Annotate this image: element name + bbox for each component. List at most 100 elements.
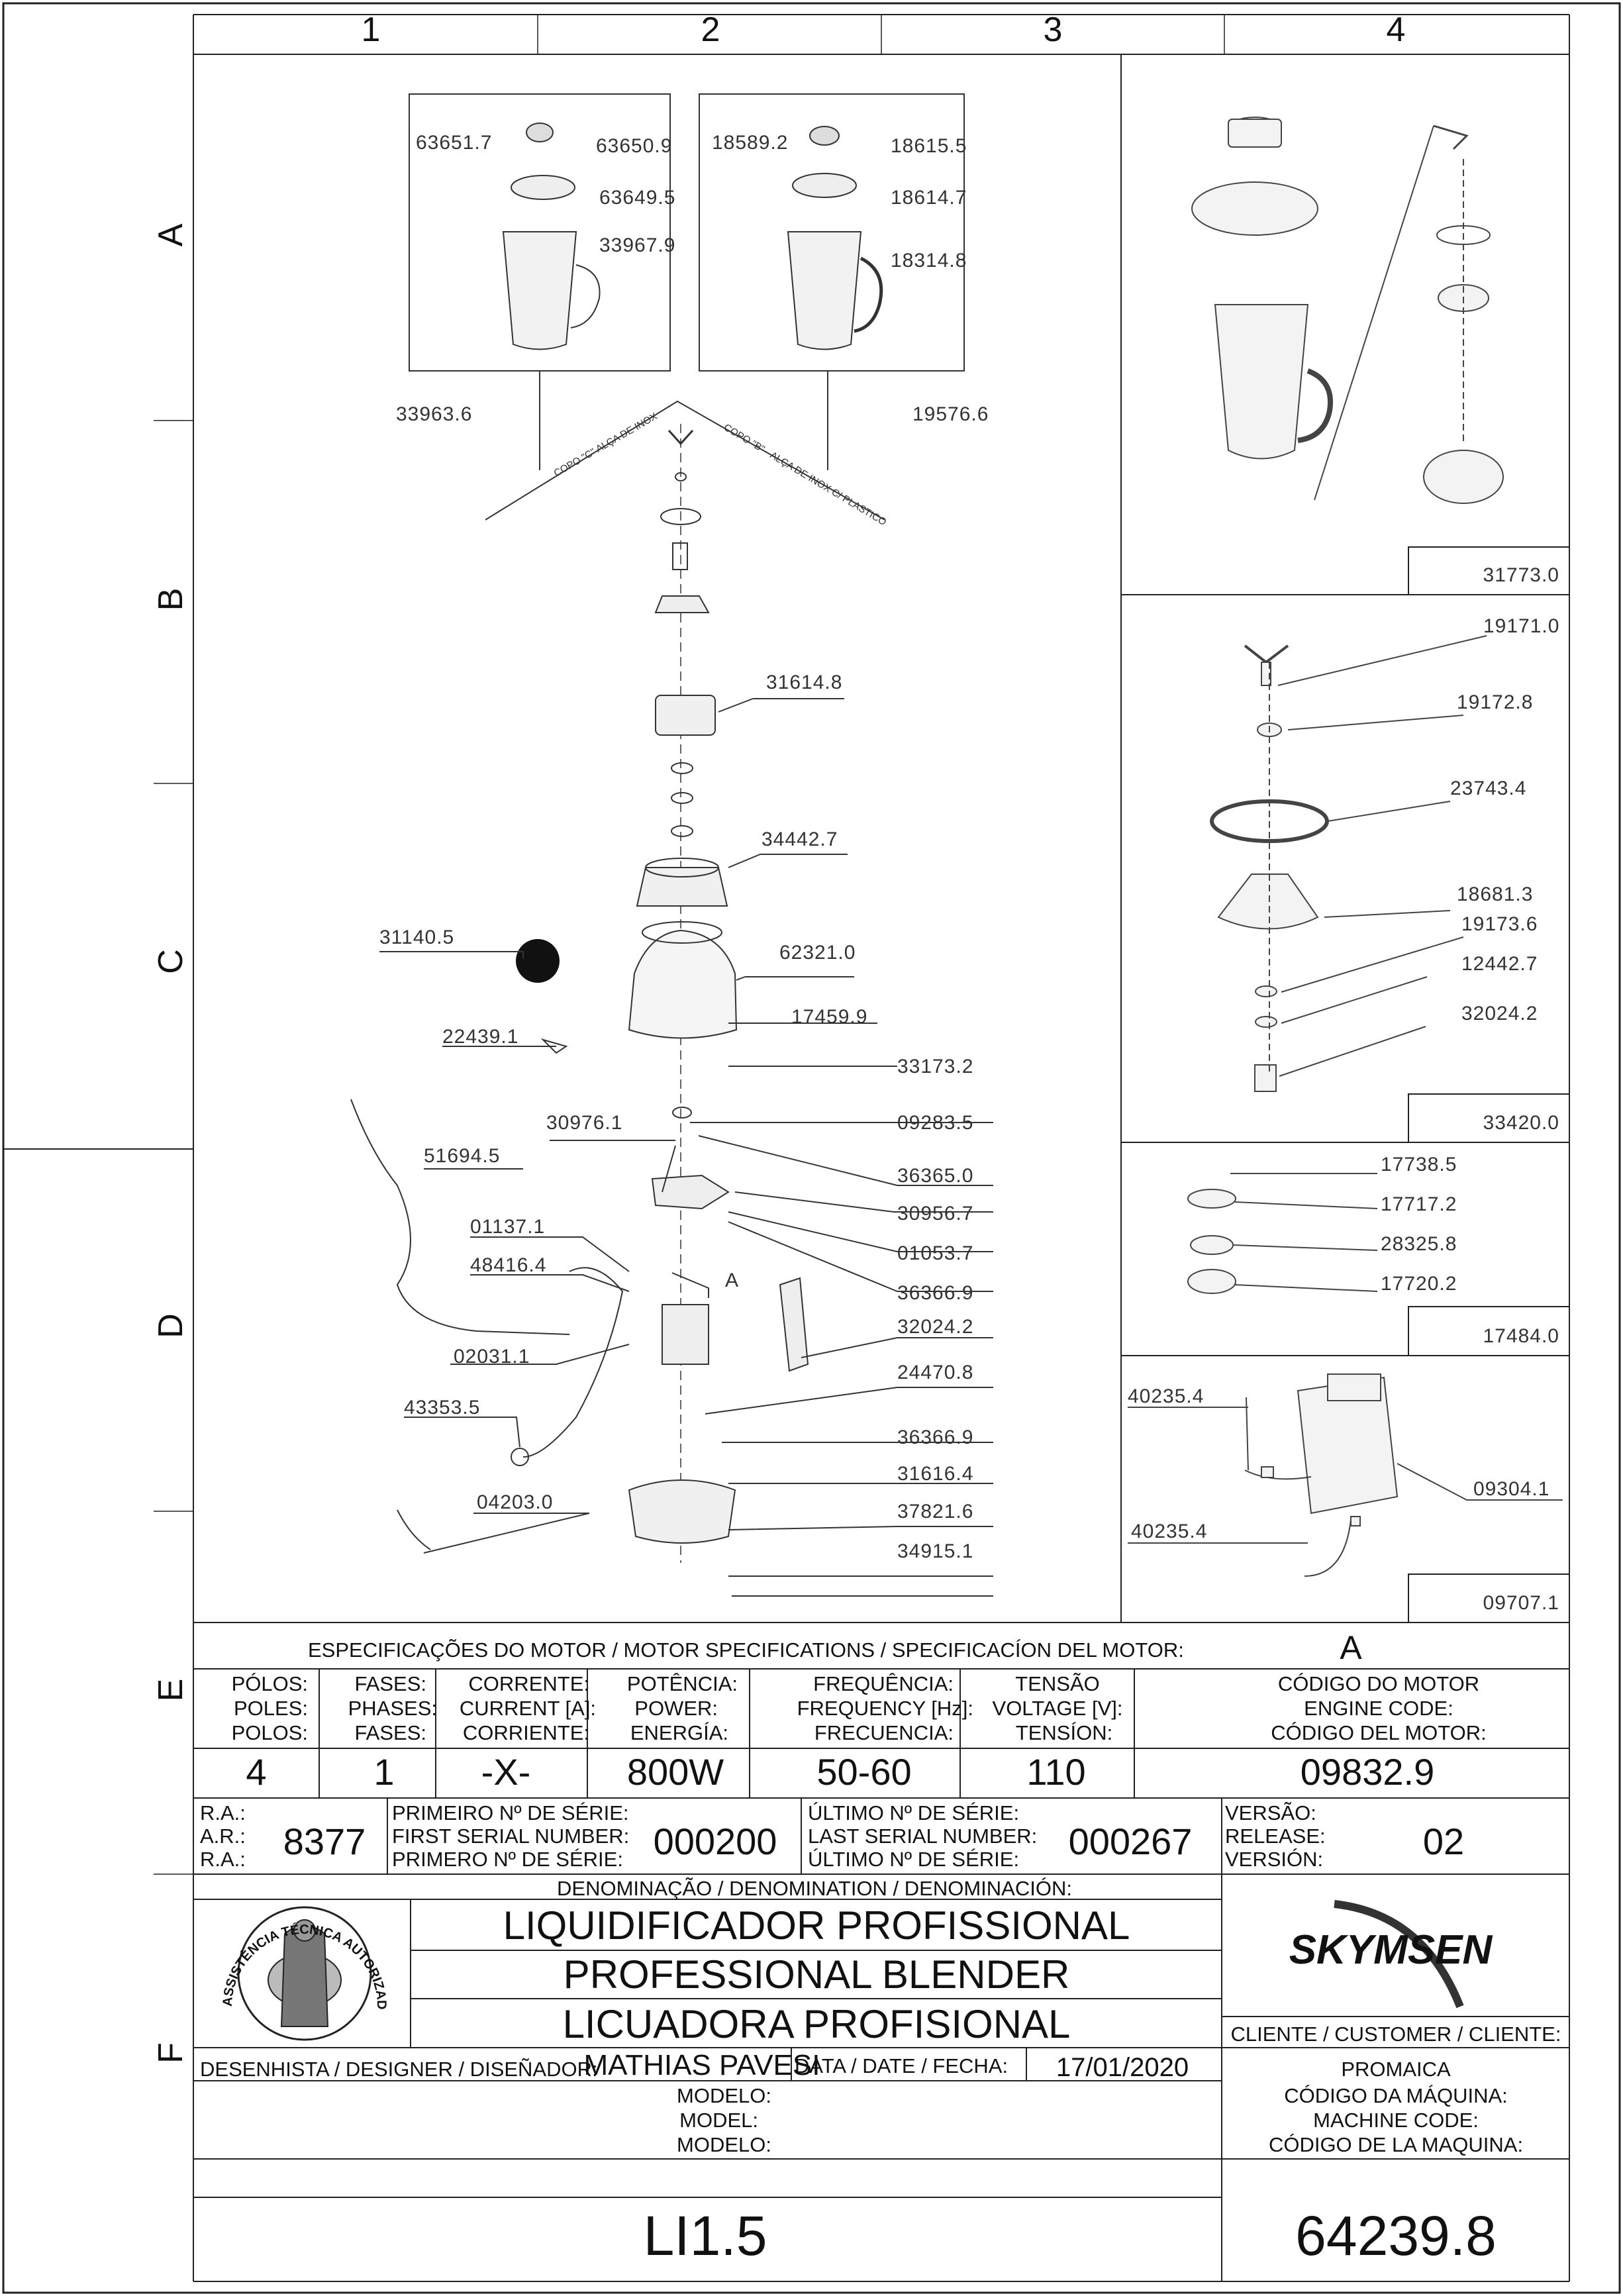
- part-label: 17459.9: [791, 1006, 867, 1028]
- part-label: 18681.3: [1457, 883, 1533, 905]
- skymsen-logo: SKYMSEN: [1289, 1900, 1493, 2009]
- spec-header: CÓDIGO DEL MOTOR:: [1271, 1721, 1487, 1744]
- part-label: 01053.7: [897, 1242, 973, 1264]
- panel-code: 33420.0: [1483, 1112, 1559, 1134]
- blender-cup-assembly-view: [1191, 117, 1504, 504]
- date-value: 17/01/2020: [1056, 2053, 1189, 2082]
- last-serial-label: LAST SERIAL NUMBER:: [808, 1824, 1037, 1848]
- column-label: 3: [1044, 11, 1063, 49]
- part-label: 19171.0: [1483, 615, 1559, 637]
- part-label: 63651.7: [416, 132, 492, 154]
- spec-header: FASES:: [354, 1721, 426, 1744]
- spec-header-group: PÓLOS: POLES: POLOS: FASES: PHASES: FASE…: [232, 1672, 973, 1744]
- specs-title: ESPECIFICAÇÕES DO MOTOR / MOTOR SPECIFIC…: [308, 1638, 1184, 1662]
- blade-assembly-view: [1210, 635, 1487, 1092]
- designer-value: MATHIAS PAVESI: [584, 2049, 820, 2081]
- spec-header: TENSÍON:: [1016, 1721, 1112, 1744]
- part-label: 18614.7: [891, 187, 967, 209]
- spec-header: CORRIENTE:: [463, 1721, 589, 1744]
- detail-marker: A: [725, 1270, 739, 1291]
- part-label: 17738.5: [1381, 1154, 1457, 1175]
- ra-value: 8377: [283, 1821, 366, 1862]
- seal-arc-text: ASSISTÊNCIA TÉCNICA AUTORIZADA: [0, 0, 389, 2010]
- authorized-service-seal: ASSISTÊNCIA TÉCNICA AUTORIZADA ASSISTÊNC…: [0, 0, 389, 2041]
- brand-name: SKYMSEN: [1289, 1927, 1493, 1973]
- date-label: DATA / DATE / FECHA:: [795, 2054, 1008, 2077]
- version-value: 02: [1423, 1821, 1464, 1862]
- part-label: 04203.0: [477, 1491, 553, 1513]
- part-label: 19173.6: [1461, 913, 1538, 935]
- row-label: E: [152, 1679, 190, 1702]
- part-label: 09283.5: [897, 1112, 973, 1134]
- first-serial-label: PRIMEIRO Nº DE SÉRIE:: [392, 1801, 629, 1824]
- model-label: MODELO:: [677, 2133, 771, 2156]
- ra-label: A.R.:: [200, 1824, 246, 1848]
- part-label: 36366.9: [897, 1426, 973, 1448]
- svg-text:ASSISTÊNCIA TÉCNICA AUTORIZADA: ASSISTÊNCIA TÉCNICA AUTORIZADA: [0, 0, 389, 2010]
- part-label: 51694.5: [424, 1145, 500, 1167]
- part-label: 34915.1: [897, 1540, 973, 1562]
- main-exploded-view: [350, 93, 993, 1597]
- part-label: 17720.2: [1381, 1273, 1457, 1295]
- part-label: 34442.7: [762, 828, 838, 850]
- spec-header: POLOS:: [232, 1721, 308, 1744]
- part-label: 02031.1: [454, 1346, 530, 1368]
- part-label: 40235.4: [1128, 1385, 1204, 1407]
- row-label: D: [152, 1313, 190, 1338]
- part-label: 22439.1: [442, 1026, 518, 1048]
- denomination-title: DENOMINAÇÃO / DENOMINATION / DENOMINACIÓ…: [557, 1877, 1072, 1900]
- part-label: 33173.2: [897, 1056, 973, 1077]
- column-label: 2: [701, 11, 720, 49]
- part-label: 31616.4: [897, 1463, 973, 1485]
- part-label: 31614.8: [766, 672, 842, 693]
- spec-header: VOLTAGE [V]:: [993, 1697, 1123, 1720]
- part-label: 18314.8: [891, 250, 967, 272]
- version-label: VERSÃO:: [1225, 1801, 1316, 1824]
- part-label: 48416.4: [470, 1254, 546, 1276]
- spec-value-phases: 1: [373, 1751, 394, 1793]
- column-label: 4: [1387, 11, 1406, 49]
- version-label: VERSIÓN:: [1225, 1848, 1323, 1871]
- part-label: 28325.8: [1381, 1233, 1457, 1255]
- spec-header: FASES:: [354, 1672, 426, 1695]
- panel-code: 31773.0: [1483, 564, 1559, 586]
- part-label: 18589.2: [712, 132, 788, 154]
- part-label: 19172.8: [1457, 691, 1533, 713]
- part-label: 62321.0: [779, 942, 856, 964]
- cup-c-caption: COPO "C" ALÇA DE INOX: [552, 411, 660, 479]
- spec-value-poles: 4: [246, 1751, 266, 1793]
- spec-header: ENERGÍA:: [630, 1721, 728, 1744]
- motor-letter: A: [1340, 1629, 1362, 1666]
- panel-code: 09707.1: [1483, 1592, 1559, 1614]
- model-label: MODEL:: [679, 2109, 758, 2132]
- model-label: MODELO:: [677, 2084, 771, 2107]
- row-label: C: [152, 949, 190, 974]
- denomination-name: LICUADORA PROFISIONAL: [563, 2002, 1071, 2046]
- column-label: 1: [362, 11, 381, 49]
- spec-header: PHASES:: [348, 1697, 437, 1720]
- part-label: 40235.4: [1131, 1521, 1207, 1542]
- part-label: 43353.5: [404, 1397, 480, 1419]
- denomination-name: LIQUIDIFICADOR PROFISSIONAL: [503, 1903, 1130, 1948]
- machine-code-label: CÓDIGO DE LA MAQUINA:: [1269, 2133, 1523, 2156]
- spec-header: ENGINE CODE:: [1304, 1697, 1453, 1720]
- part-label: 33967.9: [599, 234, 675, 256]
- spec-header: CURRENT [A]:: [460, 1697, 596, 1720]
- client-value: PROMAICA: [1341, 2058, 1451, 2081]
- ra-label: R.A.:: [200, 1848, 246, 1871]
- designer-label: DESENHISTA / DESIGNER / DISEÑADOR:: [200, 2058, 598, 2081]
- first-serial-value: 000200: [654, 1821, 777, 1862]
- part-label: 09304.1: [1473, 1478, 1549, 1500]
- part-label: 32024.2: [897, 1316, 973, 1338]
- spec-header: FREQUÊNCIA:: [813, 1672, 954, 1695]
- part-label: 36365.0: [897, 1165, 973, 1187]
- spec-value-engine-code: 09832.9: [1301, 1751, 1434, 1793]
- spec-value-voltage: 110: [1026, 1751, 1085, 1793]
- part-label: 31140.5: [379, 926, 454, 948]
- row-label: B: [152, 588, 190, 611]
- spec-header: TENSÃO: [1015, 1672, 1099, 1695]
- panel-code: 17484.0: [1483, 1325, 1559, 1347]
- part-label: 12442.7: [1461, 953, 1538, 975]
